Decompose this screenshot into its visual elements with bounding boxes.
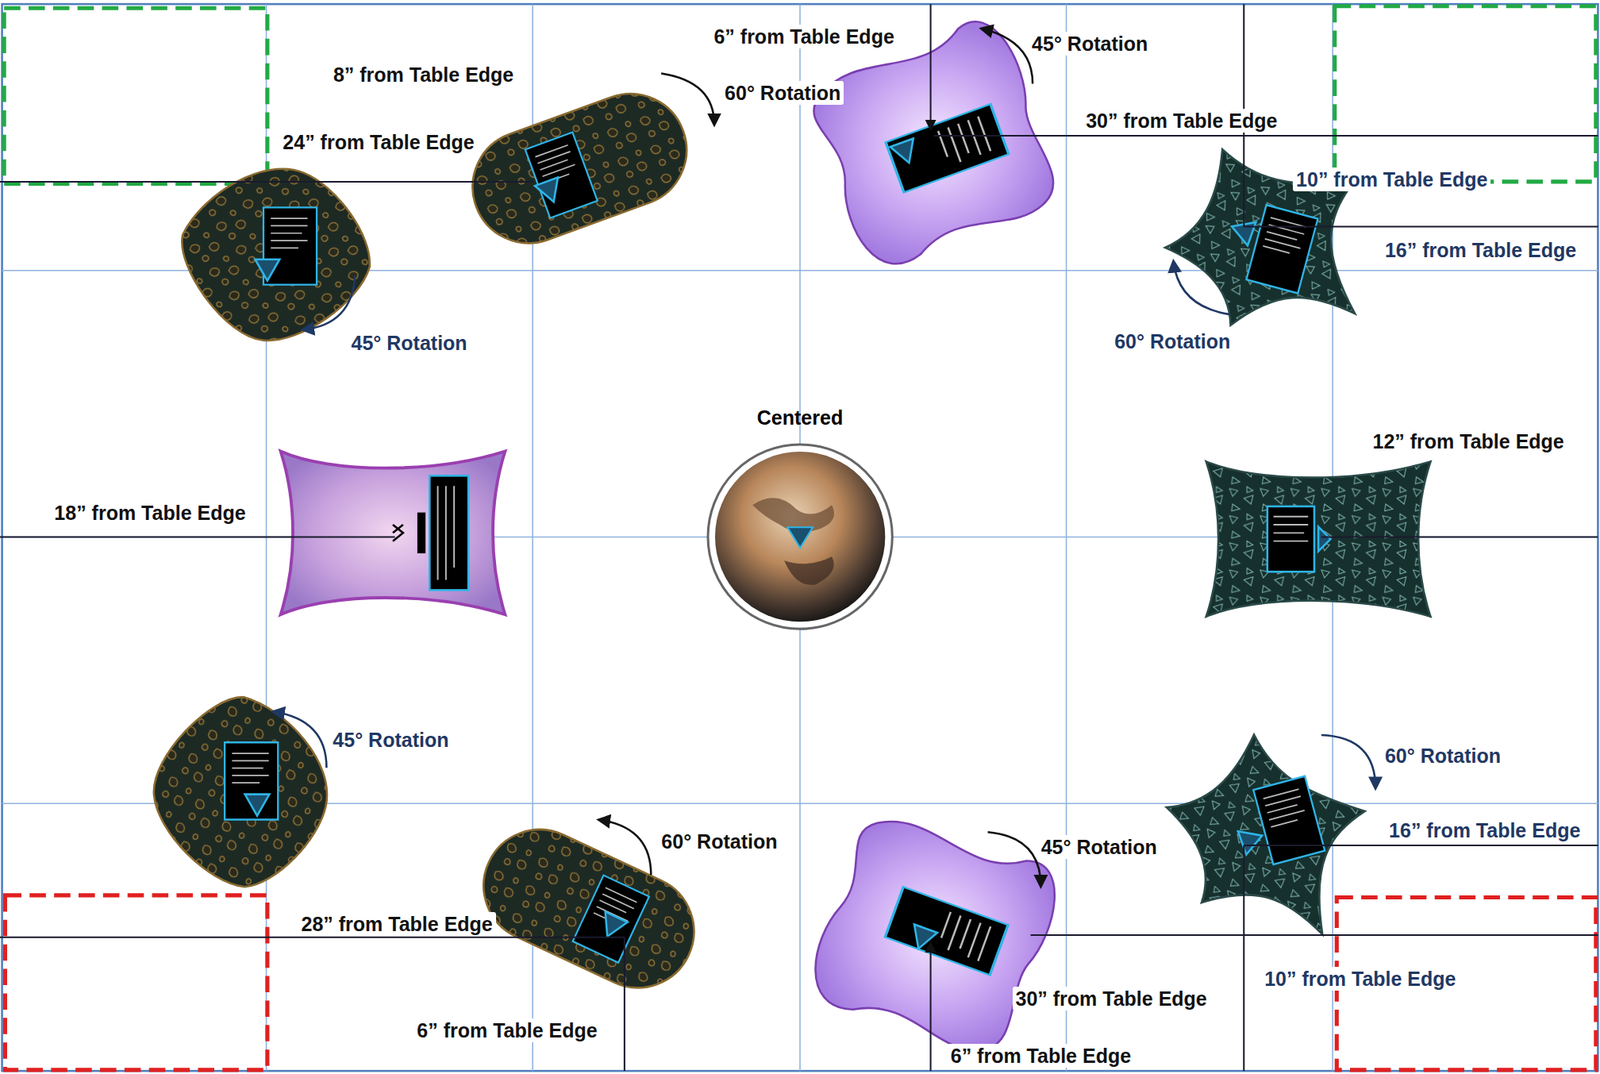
distance-label: 28” from Table Edge — [298, 911, 497, 936]
distance-label: 6” from Table Edge — [413, 1018, 600, 1043]
planet-label: Centered — [694, 405, 906, 430]
distance-label: 12” from Table Edge — [1369, 429, 1568, 454]
planet-picture — [705, 442, 895, 631]
rotation-label: 45° Rotation — [1028, 31, 1151, 56]
distance-label: 18” from Table Edge — [50, 500, 249, 525]
distance-label: 16” from Table Edge — [1381, 238, 1580, 262]
distance-label: 6” from Table Edge — [710, 24, 897, 49]
rotation-label: 60° Rotation — [721, 80, 844, 105]
distance-label: 30” from Table Edge — [1082, 108, 1281, 133]
distance-label: 10” from Table Edge — [1292, 167, 1491, 192]
rotation-label: 45° Rotation — [1038, 834, 1161, 859]
distance-label: 16” from Table Edge — [1385, 818, 1584, 843]
distance-label: 24” from Table Edge — [279, 130, 477, 154]
rotation-label: 60° Rotation — [1111, 329, 1234, 354]
rotation-label: 45° Rotation — [329, 727, 452, 752]
distance-label: 8” from Table Edge — [330, 62, 517, 87]
rotation-label: 45° Rotation — [348, 330, 471, 355]
rotation-label: 60° Rotation — [657, 829, 781, 854]
planet-objective: Centered — [694, 405, 906, 632]
distance-label: 6” from Table Edge — [947, 1043, 1135, 1068]
rotation-label: 60° Rotation — [1381, 743, 1504, 768]
distance-label: 10” from Table Edge — [1261, 966, 1459, 991]
distance-label: 30” from Table Edge — [1012, 986, 1211, 1011]
